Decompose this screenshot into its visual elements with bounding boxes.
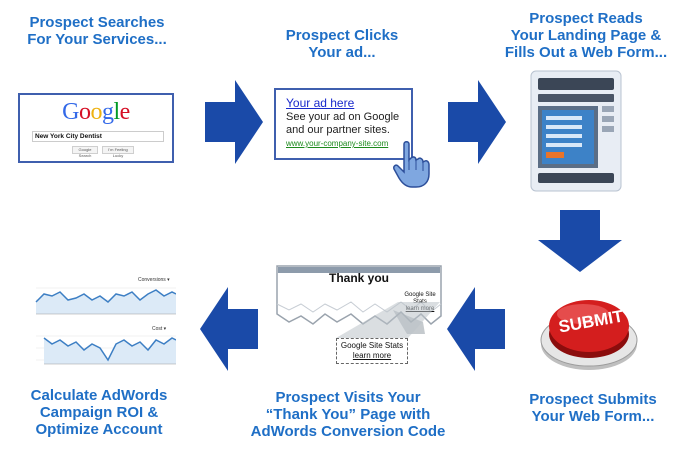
text-ad: Your ad here See your ad on Google and o… xyxy=(274,88,413,160)
search-query-field: New York City Dentist xyxy=(32,131,164,142)
google-search-screenshot: Google New York City Dentist Google Sear… xyxy=(18,93,174,163)
feeling-lucky-button: I'm Feeling Lucky xyxy=(102,146,134,158)
site-stats-large-line1: Google Site Stats xyxy=(340,341,404,350)
google-search-button: Google Search xyxy=(72,146,98,158)
step-calculate-title: Calculate AdWords Campaign ROI & Optimiz… xyxy=(30,387,168,438)
step-visit-title: Prospect Visits Your “Thank You” Page wi… xyxy=(250,389,446,440)
step-submit-title: Prospect Submits Your Web Form... xyxy=(529,391,657,425)
google-logo-letter: o xyxy=(90,99,103,125)
google-logo-letter: G xyxy=(62,99,79,125)
thank-you-heading: Thank you xyxy=(328,271,389,285)
google-logo-letter: e xyxy=(119,99,131,125)
arrow-left-2 xyxy=(200,287,258,371)
google-logo-letter: g xyxy=(102,99,114,125)
pointing-hand-icon xyxy=(393,141,430,188)
conversions-line-chart xyxy=(35,287,176,315)
landing-page-form-illustration xyxy=(530,70,622,192)
google-logo-letter: o xyxy=(79,99,91,125)
ad-title: Your ad here xyxy=(286,96,355,110)
arrow-down xyxy=(538,210,622,272)
ad-body: See your ad on Google and our partner si… xyxy=(286,111,400,136)
arrow-left-1 xyxy=(447,287,505,371)
arrow-right-1 xyxy=(205,80,263,164)
ad-url: www.your-company-site.com xyxy=(286,139,389,148)
step-click-title: Prospect Clicks Your ad... xyxy=(285,27,399,61)
site-stats-large-link: learn more xyxy=(352,351,392,360)
zoom-callout xyxy=(336,302,440,338)
submit-button-illustration xyxy=(540,300,638,370)
arrow-right-2 xyxy=(448,80,506,164)
step-search-title: Prospect Searches For Your Services... xyxy=(27,14,167,48)
google-logo-letter: l xyxy=(113,99,121,125)
conversions-label: Conversions ▾ xyxy=(138,277,170,283)
cost-label: Cost ▾ xyxy=(152,326,167,332)
site-stats-badge-large: Google Site Stats learn more xyxy=(336,338,408,364)
analytics-charts: Conversions ▾ Cost ▾ xyxy=(26,276,176,372)
step-read-title: Prospect Reads Your Landing Page & Fills… xyxy=(504,10,668,61)
cost-line-chart xyxy=(36,335,176,365)
google-logo: Google xyxy=(20,99,172,126)
